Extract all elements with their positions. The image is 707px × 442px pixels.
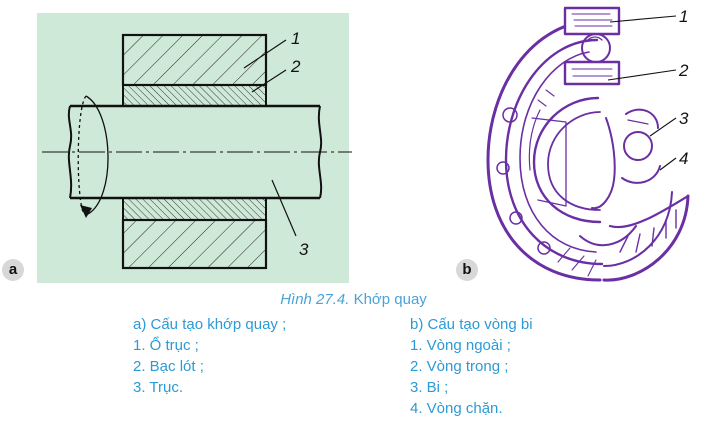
housing-bottom bbox=[121, 218, 268, 270]
label-b-2: 2 bbox=[678, 61, 689, 80]
legend-a-item: 2. Bạc lót ; bbox=[133, 358, 204, 375]
label-a-2: 2 bbox=[290, 57, 301, 76]
bushing-bottom bbox=[122, 197, 267, 221]
figure-caption: Hình 27.4. Khớp quay bbox=[0, 291, 707, 308]
caption-label: Hình 27.4. bbox=[280, 291, 350, 308]
legend-list-a: a) Cấu tạo khớp quay ; 1. Ổ trục ; 2. Bạ… bbox=[133, 314, 286, 398]
caption-title: Khớp quay bbox=[353, 291, 427, 308]
legend-list-b: b) Cấu tạo vòng bi 1. Vòng ngoài ; 2. Vò… bbox=[410, 314, 533, 419]
legend-b-item: 2. Vòng trong ; bbox=[410, 358, 509, 375]
label-a-1: 1 bbox=[291, 29, 300, 48]
legend-b-item: 1. Vòng ngoài ; bbox=[410, 337, 511, 354]
label-b-4: 4 bbox=[679, 149, 688, 168]
label-b-3: 3 bbox=[679, 109, 689, 128]
shaft bbox=[67, 104, 323, 200]
label-a-3: 3 bbox=[299, 240, 309, 259]
ball-bearing-drawing bbox=[486, 6, 690, 282]
legend-b-item: 3. Bi ; bbox=[410, 379, 449, 396]
label-b-1: 1 bbox=[679, 7, 688, 26]
legend-a-item: 1. Ổ trục ; bbox=[133, 337, 199, 354]
legend-a-heading: a) Cấu tạo khớp quay ; bbox=[133, 316, 287, 333]
bushing-top bbox=[122, 84, 267, 107]
figure-b-badge: b bbox=[456, 259, 478, 281]
housing-top bbox=[121, 33, 268, 87]
legend-a-item: 3. Trục. bbox=[133, 379, 184, 396]
figure-a-badge: a bbox=[2, 259, 24, 281]
rotation-arrow bbox=[77, 95, 109, 218]
legend-b-item: 4. Vòng chặn. bbox=[410, 400, 503, 417]
legend-b-heading: b) Cấu tạo vòng bi bbox=[410, 316, 533, 333]
